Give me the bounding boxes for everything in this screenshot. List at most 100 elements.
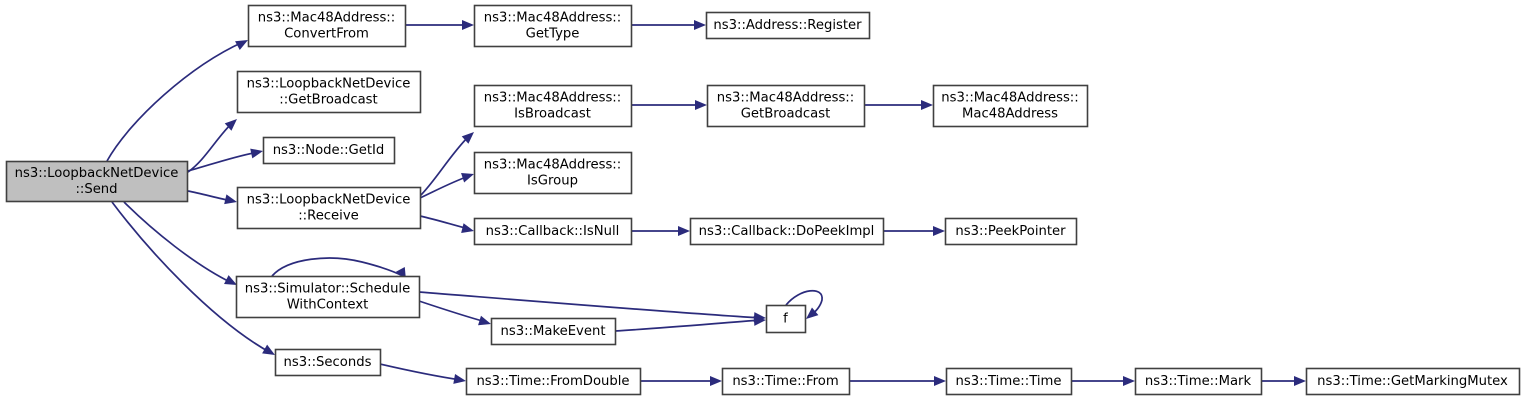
node-label: ::Send <box>75 182 117 197</box>
arrowhead-icon <box>934 376 946 386</box>
edge-gettype-to-register <box>631 20 706 30</box>
node-label: ns3::Time::FromDouble <box>476 374 629 389</box>
node-box[interactable] <box>932 84 1089 128</box>
node-dopeekimpl[interactable]: ns3::Callback::DoPeekImpl <box>689 217 885 246</box>
node-lbgetbroadcast[interactable]: ns3::LoopbackNetDevice::GetBroadcast <box>236 70 422 114</box>
node-box[interactable] <box>235 275 421 319</box>
arrowhead-icon <box>453 373 466 384</box>
node-label: ns3::Mac48Address:: <box>484 11 621 26</box>
node-isgroup[interactable]: ns3::Mac48Address::IsGroup <box>473 151 633 195</box>
node-label: ns3::LoopbackNetDevice <box>15 166 179 181</box>
node-f[interactable]: f <box>765 304 807 334</box>
node-seconds[interactable]: ns3::Seconds <box>274 348 382 377</box>
node-box[interactable] <box>5 160 189 203</box>
arrowhead-icon <box>224 119 237 131</box>
node-label: WithContext <box>287 298 369 313</box>
node-label: ns3::Mac48Address:: <box>484 158 621 173</box>
edge-receive-to-isnull <box>419 215 474 233</box>
arrowhead-icon <box>695 100 707 110</box>
node-label: GetType <box>526 27 580 42</box>
node-box[interactable] <box>1134 367 1263 396</box>
node-label: ns3::Mac48Address:: <box>717 91 854 106</box>
node-box[interactable] <box>721 367 851 396</box>
edge-receive-to-isbroadcast <box>419 132 474 197</box>
node-box[interactable] <box>689 217 885 246</box>
arrowhead-icon <box>262 344 275 355</box>
node-timemark[interactable]: ns3::Time::Mark <box>1134 367 1263 396</box>
node-label: IsBroadcast <box>514 107 591 122</box>
arrowhead-icon <box>224 275 237 285</box>
node-label: ns3::Time::GetMarkingMutex <box>1317 374 1508 389</box>
node-label: ns3::Callback::IsNull <box>486 224 620 239</box>
edge-macgetbroadcast-to-mac48ctor <box>864 100 933 110</box>
arrowhead-icon <box>933 226 945 236</box>
arrowhead-icon <box>1294 376 1306 386</box>
node-timefrom[interactable]: ns3::Time::From <box>721 367 851 396</box>
node-label: GetBroadcast <box>741 107 831 122</box>
edges-layer <box>106 20 1306 386</box>
node-box[interactable] <box>705 11 871 40</box>
arrowhead-icon <box>250 148 263 159</box>
edge-seconds-to-fromdouble <box>379 363 466 384</box>
node-makeevent[interactable]: ns3::MakeEvent <box>490 317 617 346</box>
node-box[interactable] <box>473 4 633 48</box>
node-send[interactable]: ns3::LoopbackNetDevice::Send <box>5 160 189 203</box>
node-box[interactable] <box>473 84 633 128</box>
node-label: IsGroup <box>527 174 578 189</box>
node-box[interactable] <box>706 84 866 128</box>
node-label: ns3::Time::Mark <box>1145 374 1252 389</box>
node-isnull[interactable]: ns3::Callback::IsNull <box>473 217 633 246</box>
node-label: ns3::Mac48Address:: <box>941 91 1078 106</box>
edge-timemark-to-markingmutex <box>1261 376 1306 386</box>
edge-timetime-to-timemark <box>1071 376 1135 386</box>
edge-dopeekimpl-to-peekpointer <box>883 226 945 236</box>
node-box[interactable] <box>236 186 422 230</box>
node-box[interactable] <box>1305 367 1521 396</box>
node-fromdouble[interactable]: ns3::Time::FromDouble <box>465 367 642 396</box>
edge-isnull-to-dopeekimpl <box>631 226 690 236</box>
node-box[interactable] <box>473 151 633 195</box>
node-box[interactable] <box>765 304 807 334</box>
edge-f-to-self <box>785 290 823 319</box>
node-label: ns3::Mac48Address:: <box>258 11 395 26</box>
edge-send-to-nodegetid <box>187 148 263 172</box>
node-box[interactable] <box>262 136 396 165</box>
node-mac48ctor[interactable]: ns3::Mac48Address::Mac48Address <box>932 84 1089 128</box>
node-box[interactable] <box>944 217 1078 246</box>
arrowhead-icon <box>462 20 474 30</box>
arrowhead-icon <box>678 226 690 236</box>
node-peekpointer[interactable]: ns3::PeekPointer <box>944 217 1078 246</box>
node-box[interactable] <box>274 348 382 377</box>
node-box[interactable] <box>465 367 642 396</box>
arrowhead-icon <box>710 376 722 386</box>
node-box[interactable] <box>945 367 1073 396</box>
node-convertfrom[interactable]: ns3::Mac48Address::ConvertFrom <box>247 4 407 48</box>
node-label: f <box>783 312 788 327</box>
node-box[interactable] <box>236 70 422 114</box>
node-receive[interactable]: ns3::LoopbackNetDevice::Receive <box>236 186 422 230</box>
node-label: ns3::Address::Register <box>713 18 862 33</box>
arrowhead-icon <box>478 315 491 326</box>
node-isbroadcast[interactable]: ns3::Mac48Address::IsBroadcast <box>473 84 633 128</box>
node-label: Mac48Address <box>962 107 1058 122</box>
node-timetime[interactable]: ns3::Time::Time <box>945 367 1073 396</box>
edge-isbroadcast-to-macgetbroadcast <box>631 100 707 110</box>
node-label: ns3::Node::GetId <box>273 143 385 158</box>
edge-convertfrom-to-gettype <box>405 20 474 30</box>
node-markingmutex[interactable]: ns3::Time::GetMarkingMutex <box>1305 367 1521 396</box>
node-box[interactable] <box>490 317 617 346</box>
edge-send-to-schedulewithctx <box>123 201 237 285</box>
node-macgetbroadcast[interactable]: ns3::Mac48Address::GetBroadcast <box>706 84 866 128</box>
node-label: ns3::PeekPointer <box>955 224 1066 239</box>
arrowhead-icon <box>235 40 248 51</box>
node-register[interactable]: ns3::Address::Register <box>705 11 871 40</box>
node-label: ::GetBroadcast <box>279 93 377 108</box>
node-box[interactable] <box>473 217 633 246</box>
node-label: ConvertFrom <box>284 27 369 42</box>
node-box[interactable] <box>247 4 407 48</box>
edge-send-to-lbgetbroadcast <box>187 119 237 173</box>
node-gettype[interactable]: ns3::Mac48Address::GetType <box>473 4 633 48</box>
node-nodegetid[interactable]: ns3::Node::GetId <box>262 136 396 165</box>
